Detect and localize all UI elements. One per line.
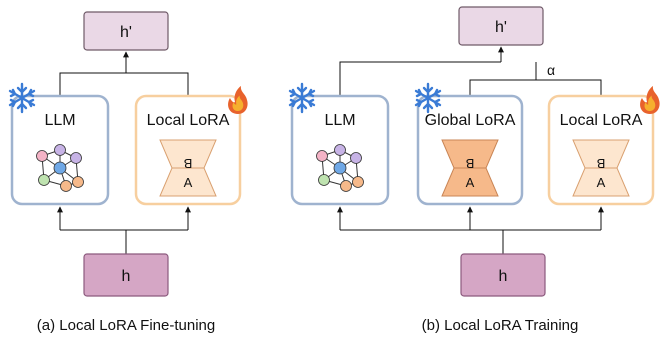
alpha-label: α [547, 62, 555, 78]
local-lora-label-b: Local LoRA [560, 112, 643, 129]
local-lora-a-matrix [572, 167, 630, 197]
local-lora-label-a: Local LoRA [147, 112, 230, 129]
panel-a: h' LLM Local LoRA B A [8, 11, 248, 334]
flame-icon [228, 86, 248, 114]
panel-b: h' α LLM Global LoRA B A [288, 6, 660, 334]
connector-top-a [59, 72, 189, 95]
output-label-b: h' [495, 19, 507, 36]
local-lora-b-label: B [597, 156, 606, 171]
input-box-a [83, 253, 169, 297]
input-box-b [460, 253, 546, 297]
caption-a: (a) Local LoRA Fine-tuning [37, 317, 215, 334]
lora-a-matrix-a [159, 167, 217, 197]
local-lora-a-label: A [597, 175, 606, 190]
connector-top-b [339, 61, 501, 96]
llm-label-a: LLM [44, 112, 75, 129]
output-label-a: h' [120, 24, 132, 41]
global-lora-label-b: Global LoRA [425, 112, 516, 129]
global-lora-b-label: B [466, 156, 475, 171]
neural-network-icon [36, 144, 84, 192]
input-label-b: h [499, 268, 508, 285]
output-box-a [83, 11, 169, 51]
neural-network-icon [316, 144, 364, 192]
llm-label-b: LLM [324, 112, 355, 129]
global-lora-a-matrix [441, 167, 499, 197]
lora-a-label-a: A [184, 175, 193, 190]
global-lora-a-label: A [466, 175, 475, 190]
lora-b-label-a: B [184, 156, 193, 171]
flame-icon [640, 86, 660, 114]
caption-b: (b) Local LoRA Training [422, 317, 579, 334]
output-box-b [458, 6, 544, 46]
input-label-a: h [122, 268, 131, 285]
connector-lora-merge-b [469, 79, 602, 96]
